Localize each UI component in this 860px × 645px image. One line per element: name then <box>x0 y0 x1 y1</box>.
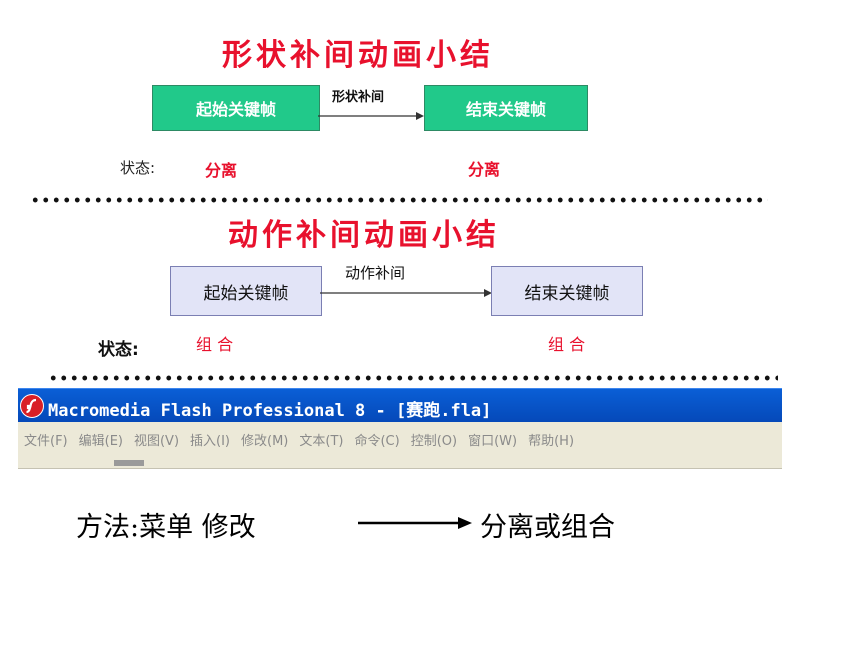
motion-tween-title: 动作补间动画小结 <box>228 218 500 253</box>
dotted-divider <box>30 197 768 203</box>
menu-view[interactable]: 视图(V) <box>133 434 180 449</box>
menu-text[interactable]: 文本(T) <box>299 434 344 449</box>
shape-tween-arrow-label: 形状补间 <box>332 90 385 105</box>
method-caption-suffix: 分离或组合 <box>480 512 615 543</box>
menu-bar: 文件(F) 编辑(E) 视图(V) 插入(I) 修改(M) 文本(T) 命令(C… <box>18 422 782 469</box>
window-title-bar: Macromedia Flash Professional 8 - [赛跑.fl… <box>18 388 782 423</box>
menu-help[interactable]: 帮助(H) <box>528 434 575 449</box>
state-start-value: 组 合 <box>196 335 234 354</box>
window-title: Macromedia Flash Professional 8 - [赛跑.fl… <box>48 401 492 421</box>
menu-window[interactable]: 窗口(W) <box>468 434 518 449</box>
menu-modify[interactable]: 修改(M) <box>241 434 289 449</box>
start-keyframe-box: 起始关键帧 <box>170 266 322 316</box>
menu-edit[interactable]: 编辑(E) <box>78 434 123 449</box>
end-keyframe-box: 结束关键帧 <box>491 266 643 316</box>
motion-tween-arrow-label: 动作补间 <box>345 264 406 282</box>
state-end-value: 分离 <box>468 160 501 179</box>
menu-file[interactable]: 文件(F) <box>24 434 68 449</box>
state-start-value: 分离 <box>205 161 238 180</box>
start-keyframe-box: 起始关键帧 <box>152 85 320 131</box>
toolbar-fragment <box>114 460 144 466</box>
menu-commands[interactable]: 命令(C) <box>354 434 400 449</box>
method-caption-prefix: 方法:菜单 修改 <box>76 512 256 543</box>
menu-insert[interactable]: 插入(I) <box>190 434 231 449</box>
motion-tween-arrow <box>320 289 492 297</box>
end-keyframe-box: 结束关键帧 <box>424 85 588 131</box>
state-label: 状态: <box>98 340 139 360</box>
shape-tween-arrow <box>318 112 424 120</box>
state-label: 状态: <box>120 159 156 177</box>
method-arrow <box>358 517 472 529</box>
menu-items: 文件(F) 编辑(E) 视图(V) 插入(I) 修改(M) 文本(T) 命令(C… <box>18 422 782 449</box>
menu-control[interactable]: 控制(O) <box>410 434 458 449</box>
flash-f-glyph <box>26 398 37 414</box>
shape-tween-title: 形状补间动画小结 <box>222 38 494 73</box>
dotted-divider <box>48 375 778 381</box>
flash-icon <box>20 394 44 418</box>
state-end-value: 组 合 <box>548 335 586 354</box>
